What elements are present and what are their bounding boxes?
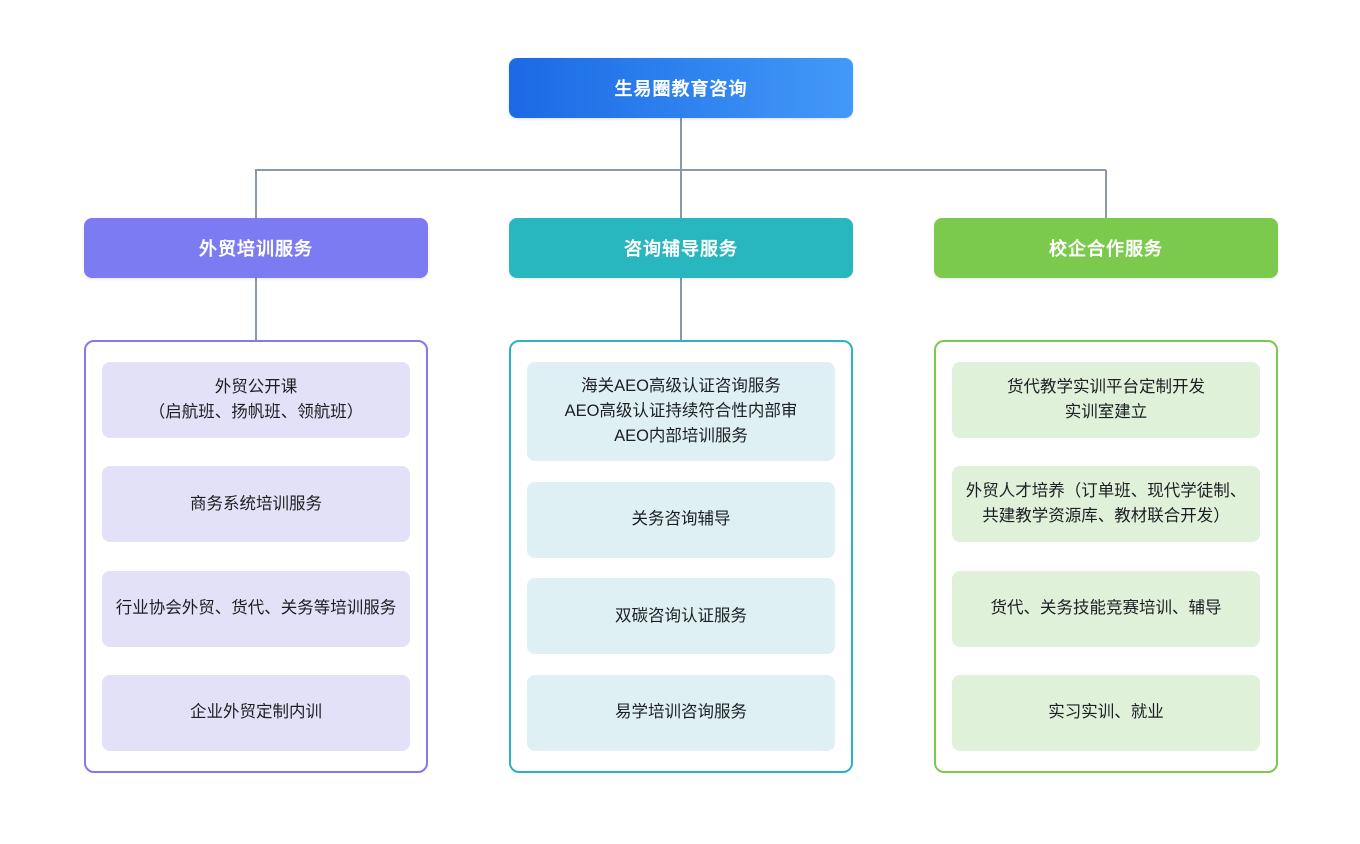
connector-root-drop [680, 118, 682, 170]
connector-drop-branch2 [680, 170, 682, 218]
leaf-item: 货代教学实训平台定制开发 实训室建立 [952, 362, 1260, 438]
leaf-item: 外贸公开课 （启航班、扬帆班、领航班） [102, 362, 410, 438]
branch-header-consulting: 咨询辅导服务 [509, 218, 853, 278]
leaf-item: 企业外贸定制内训 [102, 674, 410, 751]
leaf-item: 外贸人才培养（订单班、现代学徒制、共建教学资源库、教材联合开发） [952, 466, 1260, 543]
leaf-item: 易学培训咨询服务 [527, 674, 835, 751]
leaf-item: 商务系统培训服务 [102, 466, 410, 543]
connector-branch1-panel [255, 278, 257, 340]
branch-header-trade-training: 外贸培训服务 [84, 218, 428, 278]
leaf-item: 关务咨询辅导 [527, 481, 835, 558]
branch-panel-trade-training: 外贸公开课 （启航班、扬帆班、领航班） 商务系统培训服务 行业协会外贸、货代、关… [84, 340, 428, 773]
branch-header-school-enterprise: 校企合作服务 [934, 218, 1278, 278]
connector-horizontal [255, 169, 1106, 171]
branch-panel-school-enterprise: 货代教学实训平台定制开发 实训室建立 外贸人才培养（订单班、现代学徒制、共建教学… [934, 340, 1278, 773]
leaf-item: 货代、关务技能竞赛培训、辅导 [952, 570, 1260, 647]
leaf-item: 行业协会外贸、货代、关务等培训服务 [102, 570, 410, 647]
root-node: 生易圈教育咨询 [509, 58, 853, 118]
connector-drop-branch3 [1105, 170, 1107, 218]
leaf-item: 海关AEO高级认证咨询服务 AEO高级认证持续符合性内部审 AEO内部培训服务 [527, 362, 835, 461]
leaf-item: 双碳咨询认证服务 [527, 578, 835, 655]
connector-branch2-panel [680, 278, 682, 340]
branch-panel-consulting: 海关AEO高级认证咨询服务 AEO高级认证持续符合性内部审 AEO内部培训服务 … [509, 340, 853, 773]
leaf-item: 实习实训、就业 [952, 674, 1260, 751]
connector-drop-branch1 [255, 170, 257, 218]
